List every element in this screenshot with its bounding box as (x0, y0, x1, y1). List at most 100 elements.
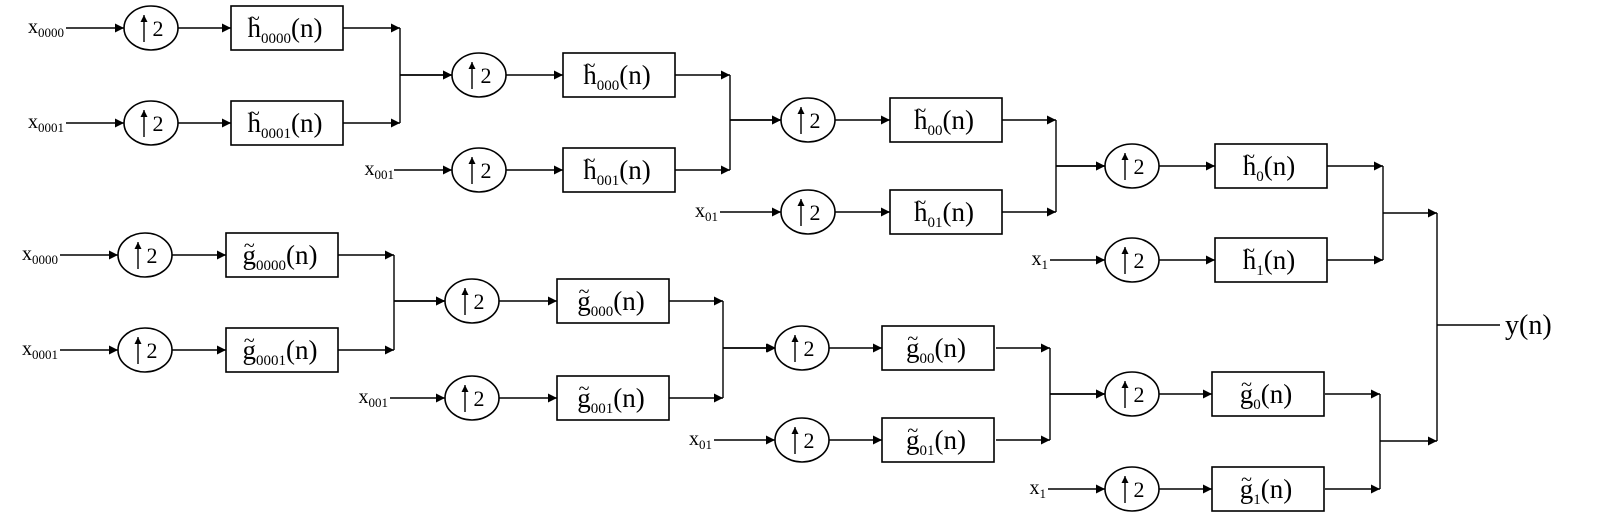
upsampler-circle (780, 97, 836, 143)
upsampler-factor: 2 (481, 63, 492, 88)
upsampler-g001: 2 (444, 375, 500, 421)
filter-g000: g000(n)~ (556, 278, 670, 324)
input-label-g0000: x0000 (22, 243, 58, 267)
filter-h0001: h0001(n)~ (230, 100, 344, 146)
tilde-mark: ~ (249, 8, 260, 30)
filter-h001: h001(n)~ (562, 147, 676, 193)
filter-label: g0001(n) (243, 335, 318, 369)
upsampler-h001: 2 (451, 147, 507, 193)
filter-label: g0000(n) (243, 240, 318, 274)
tilde-mark: ~ (244, 330, 255, 352)
filter-label: h0000(n) (248, 13, 323, 47)
filter-label: g1(n) (1240, 474, 1292, 508)
input-label-h0001: x0001 (28, 111, 64, 135)
filter-label: g0(n) (1240, 379, 1292, 413)
tilde-mark: ~ (1244, 240, 1255, 262)
filter-box (881, 417, 995, 463)
upsampler-g0: 2 (1104, 371, 1160, 417)
upsampler-h01: 2 (780, 189, 836, 235)
upsampler-circle (123, 100, 179, 146)
filter-box (562, 52, 676, 98)
filter-label: h00(n) (914, 105, 974, 139)
filter-g001: g001(n)~ (556, 375, 670, 421)
filter-label: h0001(n) (248, 108, 323, 142)
upsampler-factor: 2 (810, 200, 821, 225)
upsampler-factor: 2 (153, 111, 164, 136)
upsampler-h0: 2 (1104, 143, 1160, 189)
upsampler-circle (451, 52, 507, 98)
upsampler-h000: 2 (451, 52, 507, 98)
tilde-mark: ~ (1244, 146, 1255, 168)
tilde-mark: ~ (1241, 374, 1252, 396)
input-label-h0000: x0000 (28, 16, 64, 40)
filter-h0000: h0000(n)~ (230, 5, 344, 51)
tilde-mark: ~ (915, 100, 926, 122)
input-label-h1: x1 (1032, 248, 1049, 272)
filter-box (230, 100, 344, 146)
upsampler-circle (1104, 371, 1160, 417)
filter-box (225, 232, 339, 278)
upsampler-factor: 2 (1134, 382, 1145, 407)
filter-label: g00(n) (906, 333, 966, 367)
filter-g1: g1(n)~ (1211, 466, 1325, 512)
filter-box (1211, 466, 1325, 512)
upsampler-circle (1104, 466, 1160, 512)
upsampler-factor: 2 (804, 336, 815, 361)
filter-label: h0(n) (1243, 151, 1295, 185)
filter-g01: g01(n)~ (881, 417, 995, 463)
tilde-mark: ~ (585, 150, 596, 172)
upsampler-g0001: 2 (117, 327, 173, 373)
upsampler-h1: 2 (1104, 237, 1160, 283)
upsampler-factor: 2 (1134, 154, 1145, 179)
upsampler-factor: 2 (481, 158, 492, 183)
upsampler-factor: 2 (804, 428, 815, 453)
filter-box (562, 147, 676, 193)
filter-label: g01(n) (906, 425, 966, 459)
filter-box (881, 325, 995, 371)
upsampler-h0001: 2 (123, 100, 179, 146)
upsampler-factor: 2 (1134, 477, 1145, 502)
filter-h1: h1(n)~ (1214, 237, 1328, 283)
upsampler-factor: 2 (147, 243, 158, 268)
upsampler-factor: 2 (474, 386, 485, 411)
tilde-mark: ~ (907, 420, 918, 442)
filter-box (556, 375, 670, 421)
upsampler-circle (123, 5, 179, 51)
upsampler-circle (451, 147, 507, 193)
filter-h0: h0(n)~ (1214, 143, 1328, 189)
filter-box (225, 327, 339, 373)
filter-label: h1(n) (1243, 245, 1295, 279)
upsampler-circle (117, 327, 173, 373)
filter-box (1214, 237, 1328, 283)
upsampler-g00: 2 (774, 325, 830, 371)
filter-box (230, 5, 344, 51)
upsampler-factor: 2 (153, 16, 164, 41)
filter-box (1211, 371, 1325, 417)
filter-h01: h01(n)~ (889, 189, 1003, 235)
upsampler-circle (774, 325, 830, 371)
upsampler-g01: 2 (774, 417, 830, 463)
input-label-g01: x01 (689, 428, 712, 452)
input-label-h01: x01 (695, 200, 718, 224)
input-label-h001: x001 (365, 158, 395, 182)
filter-label: g001(n) (577, 383, 644, 417)
filter-box (1214, 143, 1328, 189)
upsampler-circle (117, 232, 173, 278)
tilde-mark: ~ (249, 103, 260, 125)
upsampler-circle (780, 189, 836, 235)
filter-box (889, 97, 1003, 143)
upsampler-circle (1104, 143, 1160, 189)
filter-box (556, 278, 670, 324)
filter-label: h001(n) (583, 155, 650, 189)
upsampler-circle (444, 278, 500, 324)
upsampler-h0000: 2 (123, 5, 179, 51)
filter-label: h000(n) (583, 60, 650, 94)
filter-h000: h000(n)~ (562, 52, 676, 98)
upsampler-g000: 2 (444, 278, 500, 324)
filter-g0000: g0000(n)~ (225, 232, 339, 278)
upsampler-circle (444, 375, 500, 421)
input-label-g001: x001 (359, 386, 389, 410)
filter-g0001: g0001(n)~ (225, 327, 339, 373)
upsampler-g1: 2 (1104, 466, 1160, 512)
